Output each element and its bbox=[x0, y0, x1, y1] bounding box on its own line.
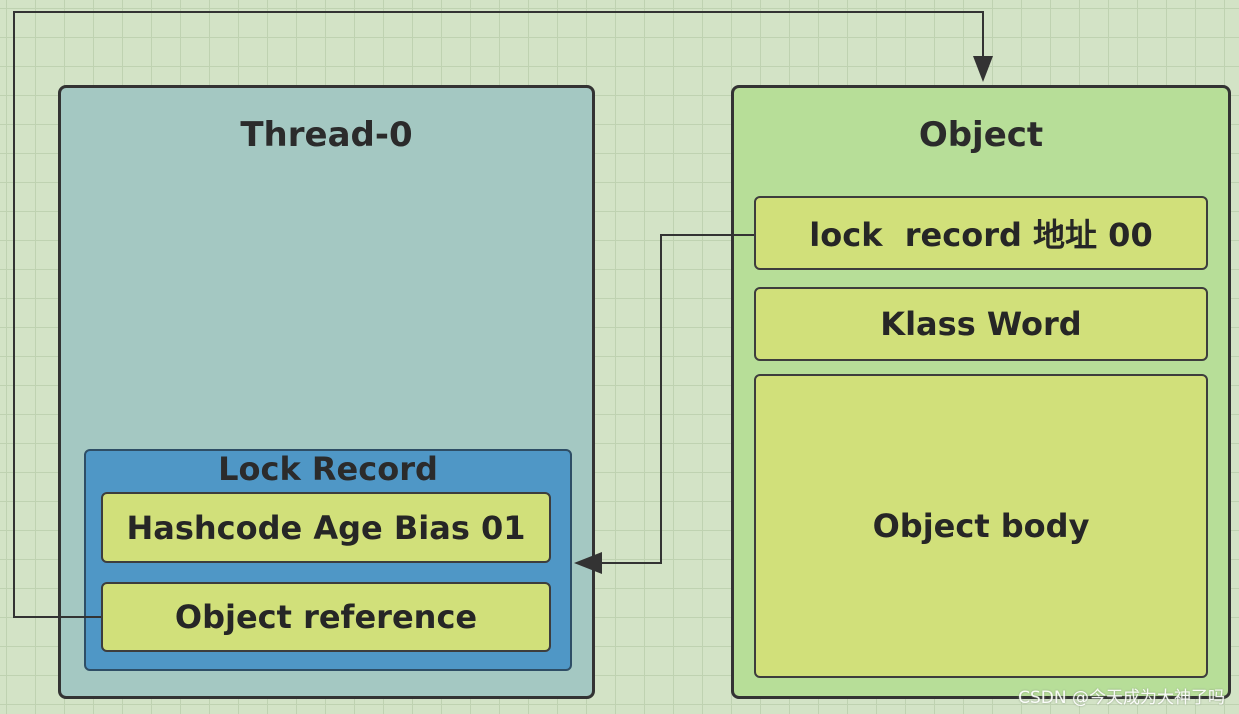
object-reference-label: Object reference bbox=[174, 598, 478, 636]
lock-record-mark-word-field: Hashcode Age Bias 01 bbox=[101, 492, 551, 563]
object-reference-arrowhead bbox=[973, 56, 993, 82]
object-body-field: Object body bbox=[754, 374, 1208, 678]
object-mark-word-field: lock record 地址 00 bbox=[754, 196, 1208, 270]
credit-watermark: CSDN @今天成为大神了吗 bbox=[1018, 688, 1225, 708]
object-reference-field: Object reference bbox=[101, 582, 551, 652]
lock-record-title: Lock Record bbox=[218, 450, 438, 488]
object-title: Object bbox=[918, 115, 1044, 155]
object-body-label: Object body bbox=[872, 507, 1090, 545]
klass-word-label: Klass Word bbox=[880, 305, 1082, 343]
klass-word-field: Klass Word bbox=[754, 287, 1208, 361]
thread-title: Thread-0 bbox=[240, 115, 413, 155]
lock-record-mark-word-label: Hashcode Age Bias 01 bbox=[126, 508, 526, 547]
object-mark-word-label: lock record 地址 00 bbox=[809, 216, 1153, 254]
